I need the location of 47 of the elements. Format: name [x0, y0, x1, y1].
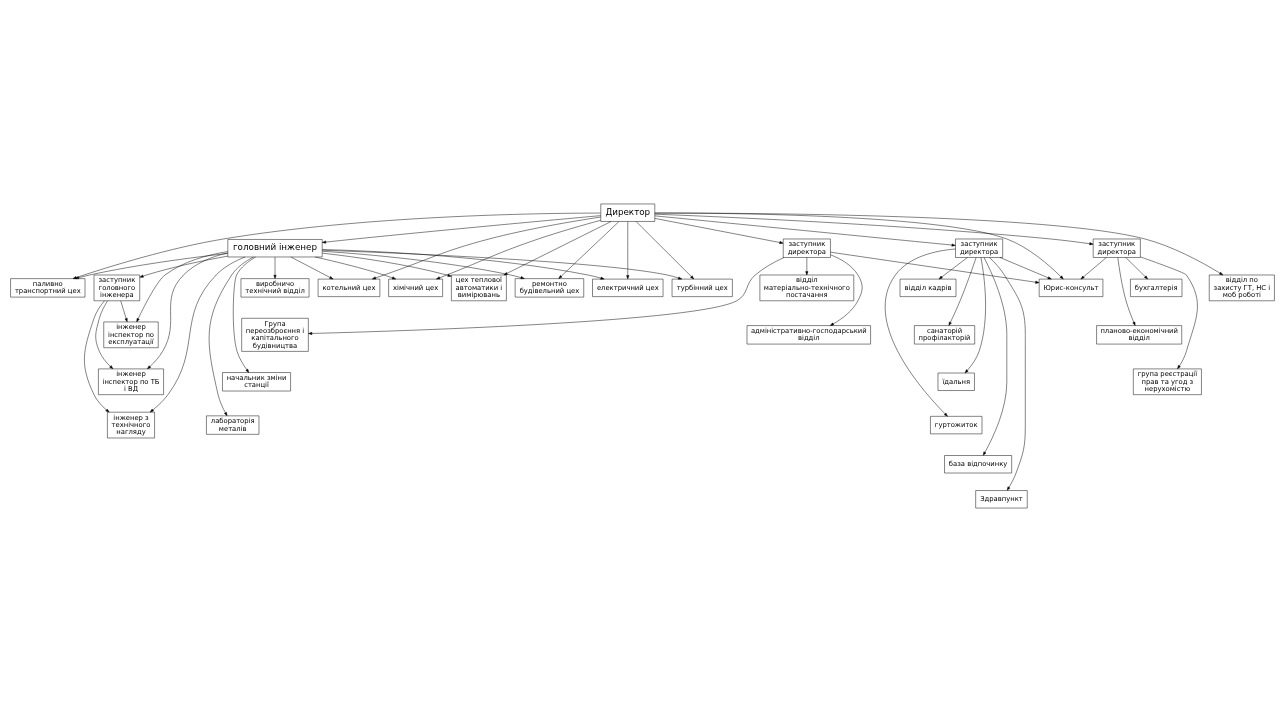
arrow: [372, 216, 601, 279]
arrow: [95, 300, 114, 369]
arrow: [830, 254, 863, 326]
arrow: [120, 300, 128, 322]
arrow: [948, 256, 977, 326]
arrow: [72, 212, 601, 279]
arrow: [654, 215, 956, 246]
arrow: [558, 220, 620, 279]
node-box: головний інженер: [227, 238, 323, 257]
arrow: [654, 213, 1094, 245]
arrow: [149, 256, 246, 412]
arrow: [75, 252, 229, 279]
arrow: [1125, 256, 1148, 279]
arrow: [503, 220, 612, 275]
arrow: [654, 212, 1064, 279]
arrow: [938, 256, 968, 279]
arrow: [983, 256, 1008, 456]
arrow: [830, 251, 1040, 284]
arrow: [885, 248, 956, 417]
node-box: Директор: [600, 203, 656, 222]
arrow: [308, 256, 785, 335]
arrow: [654, 217, 784, 244]
arrow: [322, 248, 605, 280]
arrow: [1080, 256, 1107, 279]
arrow: [322, 250, 525, 279]
arrow: [290, 256, 334, 279]
arrow: [635, 220, 694, 279]
arrow: [273, 256, 277, 279]
arrow: [208, 256, 254, 416]
arrow: [626, 220, 630, 279]
arrow: [999, 256, 1052, 279]
arrow: [1140, 256, 1198, 369]
arrow: [322, 249, 682, 279]
arrow: [139, 255, 229, 277]
arrow: [147, 252, 228, 369]
arrow: [1117, 256, 1136, 326]
arrow: [654, 212, 1224, 275]
arrow: [322, 252, 452, 277]
arrow: [84, 300, 110, 412]
arrow: [805, 256, 809, 275]
arrow: [989, 256, 1026, 491]
arrow: [314, 256, 396, 279]
arrow: [136, 250, 228, 322]
arrow: [233, 256, 256, 373]
arrow: [436, 219, 601, 279]
arrow: [964, 256, 986, 373]
arrow: [322, 214, 601, 244]
